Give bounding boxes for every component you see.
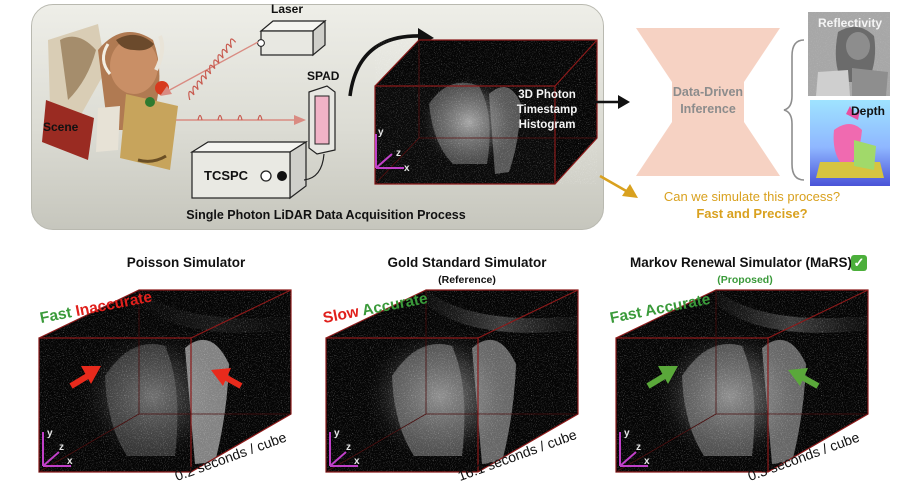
- laser-pulse-out: [160, 38, 259, 100]
- sim-2-title: Gold Standard Simulator: [387, 255, 547, 270]
- sim-2-subtitle: (Reference): [438, 274, 496, 286]
- axis-z-label: z: [396, 148, 401, 159]
- spad-label: SPAD: [307, 69, 340, 83]
- cube-axis-y: y: [334, 428, 340, 439]
- artifact-arrow-left-icon: [646, 366, 678, 389]
- cube-axis-z: z: [59, 442, 64, 453]
- sim-3-subtitle: (Proposed): [717, 274, 773, 286]
- simulated-cube-2: y z x: [325, 289, 579, 473]
- laser-label: Laser: [271, 2, 304, 16]
- sim-3-title: Markov Renewal Simulator (MaRS): [629, 255, 853, 270]
- tcspc-device: [189, 140, 309, 200]
- reflectivity-label: Reflectivity: [818, 16, 883, 30]
- artifact-arrow-left-icon: [69, 366, 101, 389]
- laser-pulse-return: [176, 114, 306, 125]
- histogram-cube: [374, 39, 598, 185]
- simulated-cube-3: y z x: [615, 289, 869, 473]
- inference-label: Data-Driven Inference: [672, 85, 744, 116]
- axis-x-label: x: [404, 163, 410, 174]
- cube-axis-y: y: [47, 428, 53, 439]
- reflectivity-image: [808, 12, 890, 96]
- cube-axis-y: y: [624, 428, 630, 439]
- axes-gizmo-top: [375, 134, 404, 169]
- cube-axis-x: x: [644, 456, 650, 467]
- sim-1-title: Poisson Simulator: [126, 255, 246, 270]
- cube-axis-z: z: [636, 442, 641, 453]
- cube-axis-x: x: [354, 456, 360, 467]
- scene-image: [42, 24, 178, 170]
- tcspc-cable: [303, 153, 325, 181]
- simulated-cube-1: y z x: [38, 289, 292, 473]
- inference-block: [636, 28, 780, 176]
- laser-device: [257, 19, 327, 57]
- artifact-arrow-right-icon: [788, 368, 820, 389]
- process-caption: Single Photon LiDAR Data Acquisition Pro…: [186, 208, 466, 222]
- depth-label: Depth: [851, 104, 885, 118]
- artifact-arrow-right-icon: [211, 368, 243, 389]
- cube-axis-x: x: [67, 456, 73, 467]
- output-brace: [783, 39, 805, 181]
- depth-image: [810, 100, 890, 186]
- tcspc-label: TCSPC: [204, 168, 249, 183]
- spad-sensor: [308, 85, 336, 155]
- checkmark-icon: ✓: [851, 255, 867, 271]
- question-line1: Can we simulate this process?: [663, 189, 841, 204]
- cube-axis-z: z: [346, 442, 351, 453]
- question-line2: Fast and Precise?: [696, 206, 808, 221]
- scene-label: Scene: [43, 120, 79, 134]
- arrow-to-inference: [590, 95, 630, 109]
- histogram-label: 3D Photon Timestamp Histogram: [516, 89, 578, 131]
- question-arrow: [599, 174, 638, 198]
- axis-y-label: y: [378, 127, 384, 138]
